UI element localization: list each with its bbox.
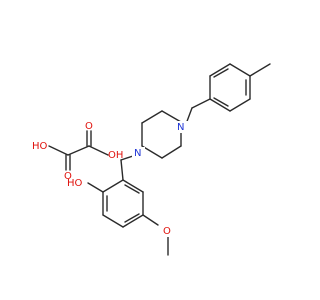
label-bg [175,121,188,133]
bond [161,145,182,159]
piperazine-n-top-label: N [177,122,184,133]
bond [249,63,271,77]
bond [209,63,231,77]
oxalic-o-top-label: O [85,121,93,132]
bond [120,159,124,181]
label-bg [132,147,145,159]
main-molecule: N N HO O [67,63,271,256]
bond [48,145,69,156]
bond [191,98,211,109]
bond [122,214,144,228]
bond [102,214,124,228]
bond [141,145,163,159]
ether-o-label: O [163,226,171,237]
bond [229,63,251,77]
oxalic-oh-label: OH [108,150,123,161]
bond [142,214,159,226]
bond [124,213,140,223]
bond [209,98,231,112]
bond [161,110,182,123]
bond [88,145,109,156]
oxalic-o-bottom-label: O [64,171,72,182]
label-bg [161,225,173,237]
bond [229,98,251,112]
oxalic-acid-molecule: HO OH O O [32,121,123,182]
bond [67,145,90,156]
structure-diagram: HO OH O O [32,63,271,256]
bond [122,179,144,193]
bond [213,97,229,107]
bond [141,110,163,124]
phenol-ho-label: HO [67,178,83,189]
bond [87,182,104,193]
piperazine-n-bottom-label: N [134,148,141,159]
bond [124,184,140,194]
bond [213,68,229,78]
bond [102,179,124,193]
oxalic-ho-label: HO [32,141,48,152]
